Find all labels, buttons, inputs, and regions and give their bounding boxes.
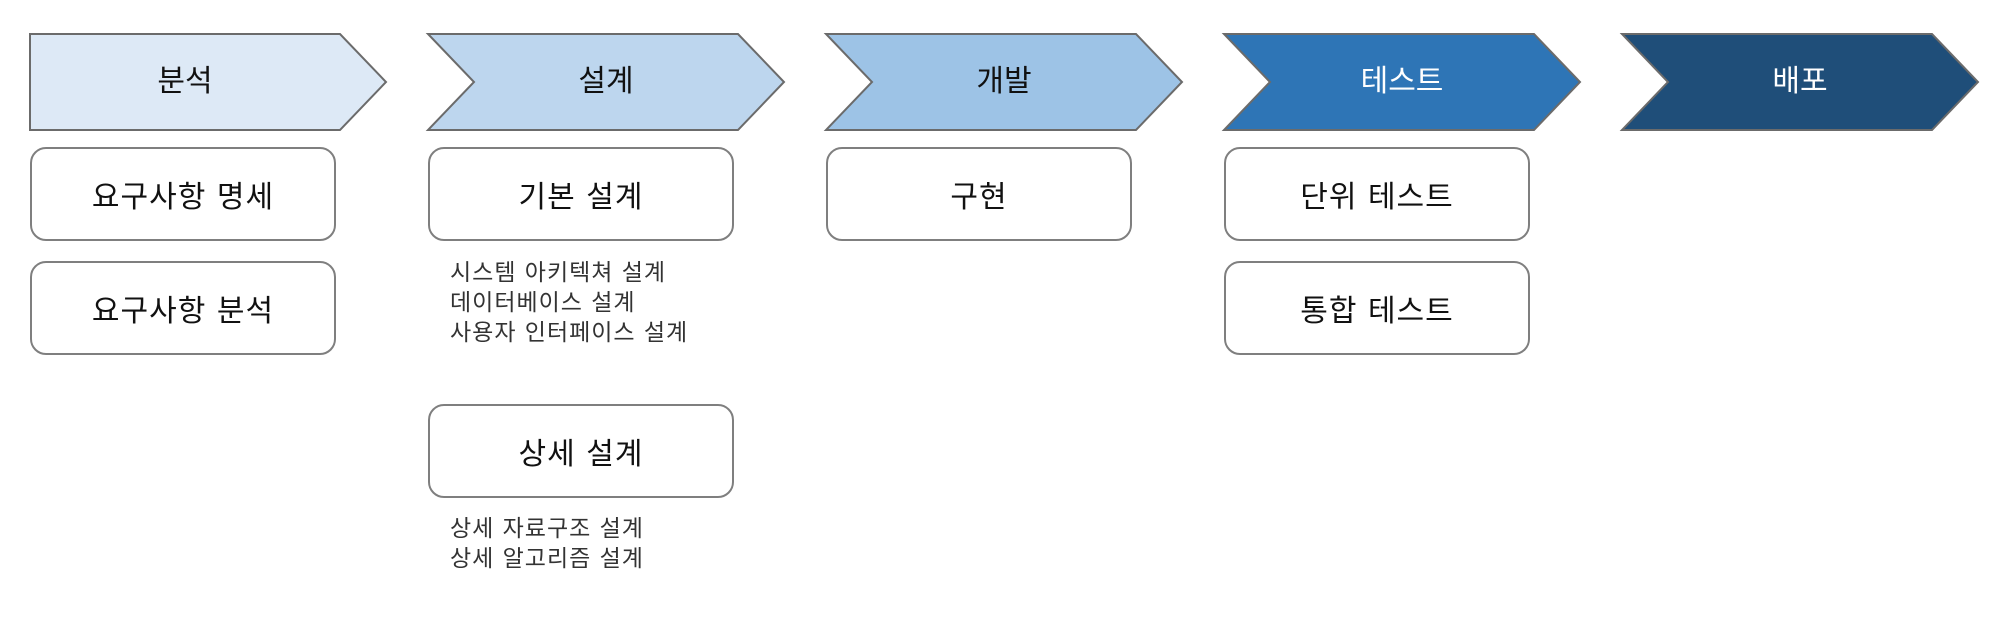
phase-development-label: 개발: [976, 64, 1032, 99]
chevron-shape: [425, 33, 786, 131]
phase-testing: 테스트: [1221, 33, 1584, 131]
chevron-shape: [823, 33, 1184, 131]
requirements-spec-box: 요구사항 명세: [30, 147, 336, 241]
phase-testing-label: 테스트: [1360, 64, 1444, 99]
requirements-analysis-box: 요구사항 분석: [30, 261, 336, 355]
phase-analysis-label: 분석: [157, 64, 213, 99]
note-line: 상세 자료구조 설계: [450, 516, 644, 542]
phase-design-shape: [425, 33, 786, 131]
phase-deployment-label: 배포: [1772, 64, 1828, 99]
basic-design-notes: 시스템 아키텍쳐 설계 데이터베이스 설계 사용자 인터페이스 설계: [450, 258, 688, 348]
note-line: 시스템 아키텍쳐 설계: [450, 260, 667, 286]
chevron-shape: [29, 33, 388, 131]
phase-development-shape: [823, 33, 1184, 131]
note-line: 사용자 인터페이스 설계: [450, 320, 689, 346]
phase-deployment: 배포: [1619, 33, 1982, 131]
phase-analysis: 분석: [29, 33, 390, 131]
phase-development: 개발: [823, 33, 1186, 131]
note-line: 상세 알고리즘 설계: [450, 546, 644, 572]
phase-design-label: 설계: [578, 64, 634, 99]
detail-design-notes: 상세 자료구조 설계 상세 알고리즘 설계: [450, 514, 644, 574]
integration-test-box: 통합 테스트: [1224, 261, 1530, 355]
phase-deployment-shape: [1619, 33, 1980, 131]
phase-analysis-shape: [29, 33, 388, 131]
implementation-box: 구현: [826, 147, 1132, 241]
phase-design: 설계: [425, 33, 788, 131]
phase-testing-shape: [1221, 33, 1582, 131]
detail-design-box: 상세 설계: [428, 404, 734, 498]
chevron-shape: [1221, 33, 1582, 131]
unit-test-box: 단위 테스트: [1224, 147, 1530, 241]
chevron-shape: [1619, 33, 1980, 131]
basic-design-box: 기본 설계: [428, 147, 734, 241]
note-line: 데이터베이스 설계: [450, 290, 636, 316]
